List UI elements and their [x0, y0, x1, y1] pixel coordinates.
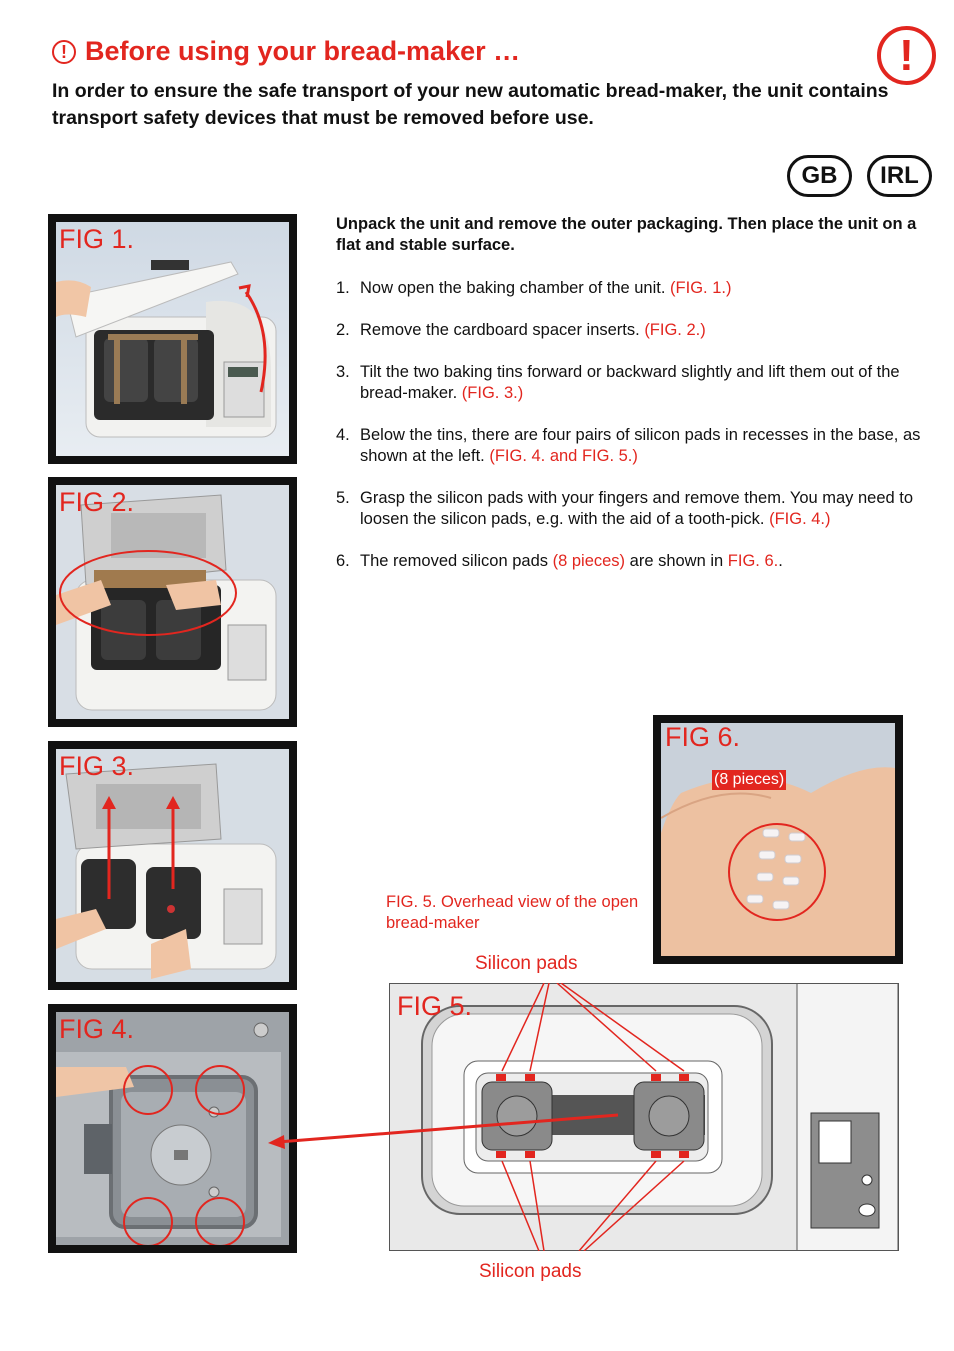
warning-icon: ! — [52, 39, 76, 64]
figure-5-caption: FIG. 5. Overhead view of the open bread-… — [386, 893, 639, 932]
figure-ref: (FIG. 1.) — [670, 279, 732, 297]
figure-5-label: FIG 5. — [397, 991, 473, 1021]
step-item: 4. Below the tins, there are four pairs … — [336, 426, 921, 465]
figure-3-photo — [56, 749, 289, 982]
step-item: 5. Grasp the silicon pads with your fing… — [336, 489, 914, 528]
figure-6-photo — [661, 723, 895, 956]
step-item: 1. Now open the baking chamber of the un… — [336, 279, 732, 297]
figure-ref: (FIG. 4.) — [769, 510, 831, 528]
figure-2-label: FIG 2. — [59, 487, 135, 517]
pieces-badge: (8 pieces) — [712, 770, 787, 790]
page-title-text: Before using your bread-maker … — [85, 36, 521, 66]
figure-3-label: FIG 3. — [59, 751, 135, 781]
figure-4-photo — [56, 1012, 289, 1245]
figure-3: FIG 3. — [48, 741, 297, 990]
figure-1-photo — [56, 222, 289, 456]
figure-ref: (FIG. 4. and FIG. 5.) — [489, 447, 638, 465]
unpack-instruction: Unpack the unit and remove the outer pac… — [336, 215, 917, 254]
figure-2: FIG 2. — [48, 477, 297, 727]
step-item: 6. The removed silicon pads (8 pieces) a… — [336, 552, 783, 570]
figure-4: FIG 4. — [48, 1004, 297, 1253]
figure-ref: FIG. 6. — [727, 552, 779, 570]
step-item: 2. Remove the cardboard spacer inserts. … — [336, 321, 706, 339]
silicon-pads-label-bottom: Silicon pads — [479, 1261, 582, 1282]
steps-list: 1. Now open the baking chamber of the un… — [336, 278, 936, 593]
figure-1: FIG 1. — [48, 214, 297, 464]
figure-6: FIG 6. (8 pieces) — [653, 715, 903, 964]
figure-ref: (FIG. 3.) — [461, 384, 524, 402]
fig5-to-fig4-arrow — [268, 1113, 619, 1149]
figure-ref: (FIG. 2.) — [644, 321, 706, 339]
figure-2-photo — [56, 485, 289, 719]
exclamation-icon: ! — [877, 26, 936, 85]
figure-1-label: FIG 1. — [59, 224, 135, 254]
country-badge-gb: GB — [787, 155, 852, 197]
country-badge-irl: IRL — [867, 155, 932, 197]
silicon-pads-label-top: Silicon pads — [475, 953, 578, 974]
page-title: ! Before using your bread-maker … — [52, 36, 520, 67]
figure-6-label: FIG 6. — [665, 722, 741, 752]
transport-notice: In order to ensure the safe transport of… — [52, 80, 889, 129]
step-item: 3. Tilt the two baking tins forward or b… — [336, 363, 900, 402]
figure-4-label: FIG 4. — [59, 1014, 135, 1044]
